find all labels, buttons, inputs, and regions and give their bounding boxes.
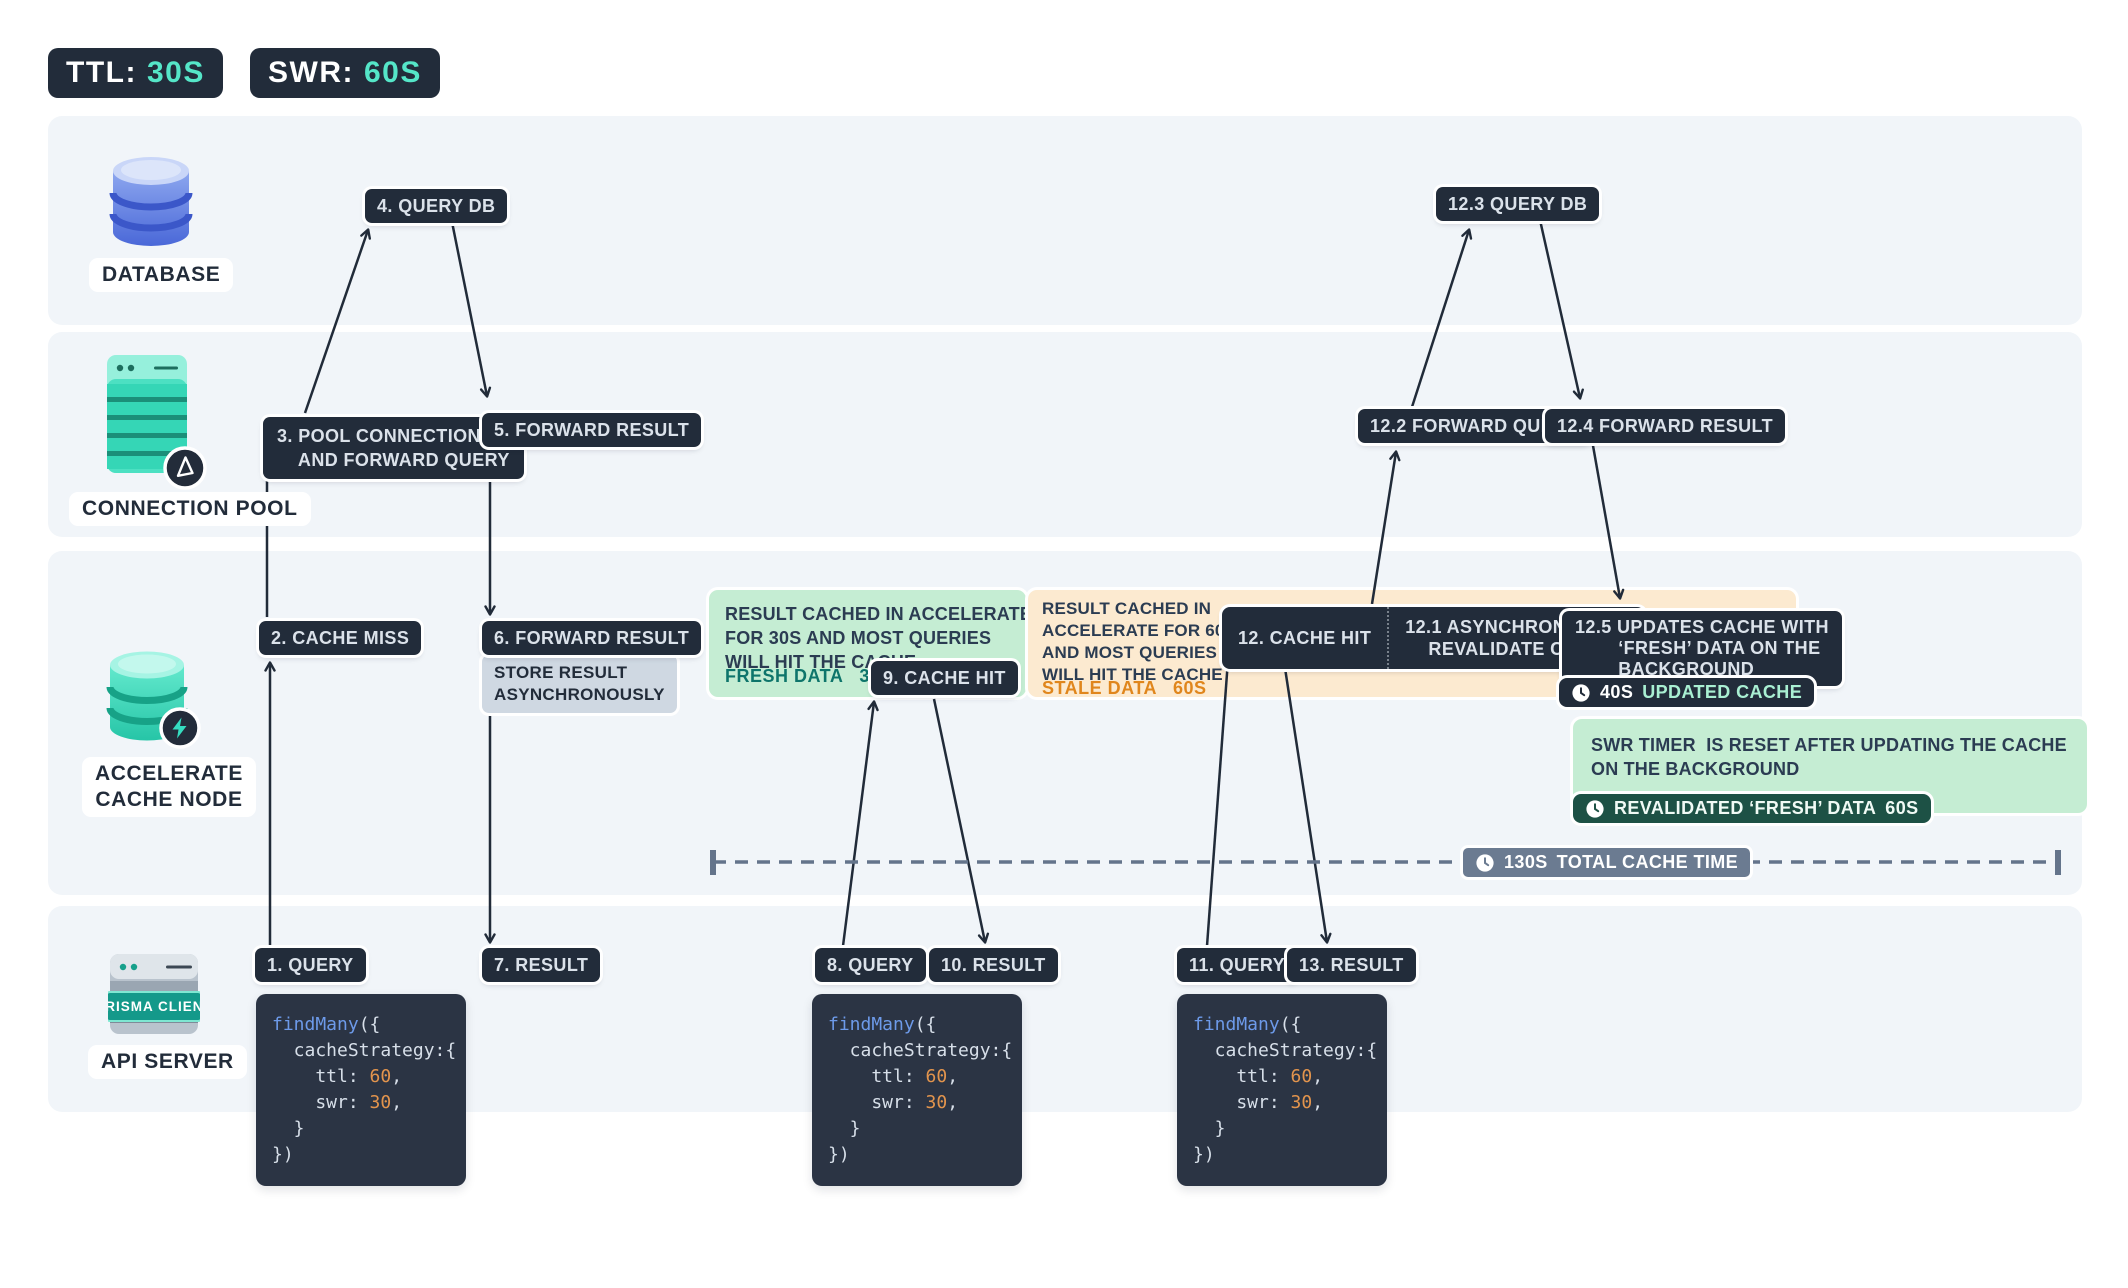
lane-label-connection-pool: CONNECTION POOL: [69, 492, 311, 526]
step-3-pool-connections: 3. POOL CONNECTIONS AND FORWARD QUERY: [263, 417, 524, 479]
step-13-result: 13. RESULT: [1287, 948, 1416, 982]
lane-label-api-server: API SERVER: [88, 1045, 247, 1079]
lane-label-accelerate-cache-node: ACCELERATE CACHE NODE: [82, 757, 256, 817]
swr-reset-text: SWR TIMER IS RESET AFTER UPDATING THE CA…: [1591, 735, 2067, 779]
step-2-cache-miss: 2. CACHE MISS: [259, 621, 422, 655]
prisma-client-label: PRISMA CLIENT: [108, 999, 200, 1014]
code-block-3: findMany({ cacheStrategy:{ ttl: 60, swr:…: [1177, 994, 1387, 1186]
fresh-data-text: RESULT CACHED IN ACCELERATE FOR 30S AND …: [725, 604, 1033, 672]
prisma-logo-badge: [162, 445, 208, 491]
step-7-result: 7. RESULT: [482, 948, 601, 982]
lane-label-database: DATABASE: [89, 258, 234, 292]
ttl-badge: TTL: 30S: [48, 48, 223, 98]
clock-icon: [1476, 853, 1494, 872]
lightning-badge: [158, 706, 202, 750]
connection-pool-icon: [106, 354, 188, 474]
swr-value: 60S: [363, 56, 422, 89]
step-11-query: 11. QUERY: [1177, 948, 1297, 982]
step-5-forward-result: 5. FORWARD RESULT: [482, 413, 702, 447]
database-icon: [105, 155, 197, 250]
step-10-result: 10. RESULT: [929, 948, 1058, 982]
code-block-1: findMany({ cacheStrategy:{ ttl: 60, swr:…: [256, 994, 466, 1186]
step-12-3-query-db: 12.3 QUERY DB: [1436, 187, 1600, 221]
step-1-query: 1. QUERY: [255, 948, 366, 982]
swr-badge: SWR: 60S: [250, 48, 440, 98]
store-result-note: STORE RESULT ASYNCHRONOUSLY: [482, 655, 677, 713]
swr-label: SWR:: [268, 56, 354, 89]
step-12-4-forward-result: 12.4 FORWARD RESULT: [1545, 409, 1785, 443]
accelerate-cache-icon: [104, 650, 190, 746]
step-8-query: 8. QUERY: [815, 948, 926, 982]
step-4-query-db: 4. QUERY DB: [365, 189, 508, 223]
fresh-data-tag: FRESH DATA30S: [725, 666, 892, 686]
step-12-5-updates-cache: 12.5 UPDATES CACHE WITH ‘FRESH’ DATA ON …: [1562, 611, 1842, 686]
clock-icon: [1586, 799, 1604, 818]
api-server-icon: PRISMA CLIENT: [108, 948, 200, 1040]
stale-data-text: RESULT CACHED IN ACCELERATE FOR 60S AND …: [1042, 599, 1237, 684]
ttl-value: 30S: [146, 56, 205, 89]
step-9-cache-hit: 9. CACHE HIT: [871, 661, 1018, 695]
clock-icon: [1572, 683, 1590, 702]
ttl-label: TTL:: [66, 56, 137, 89]
lane-database: [48, 116, 2082, 325]
step-6-forward-result: 6. FORWARD RESULT: [482, 621, 702, 655]
code-block-2: findMany({ cacheStrategy:{ ttl: 60, swr:…: [812, 994, 1022, 1186]
step-12-cache-hit: 12. CACHE HIT: [1238, 628, 1372, 648]
